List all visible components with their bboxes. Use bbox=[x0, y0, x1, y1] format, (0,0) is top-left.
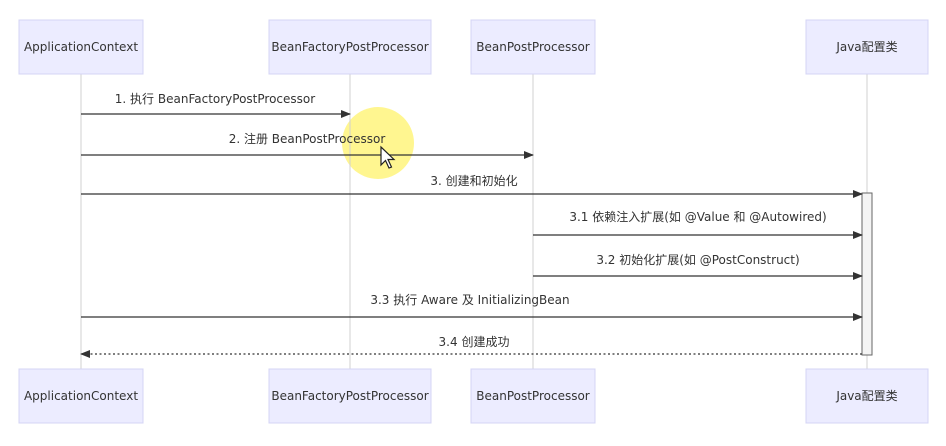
message-label: 3.3 执行 Aware 及 InitializingBean bbox=[370, 293, 569, 307]
message-3: 3. 创建和初始化 bbox=[81, 174, 863, 198]
message-label: 2. 注册 BeanPostProcessor bbox=[229, 131, 386, 146]
actor-box bbox=[268, 368, 432, 424]
actor-label: Java配置类 bbox=[835, 40, 897, 54]
mouse-pointer-icon bbox=[380, 145, 396, 169]
actor-box bbox=[18, 19, 144, 75]
actor-app-bottom: ApplicationContext bbox=[18, 368, 144, 424]
message-label: 3.4 创建成功 bbox=[439, 335, 510, 349]
actor-box bbox=[805, 368, 929, 424]
message-2: 2. 注册 BeanPostProcessor bbox=[81, 131, 534, 159]
actor-label: Java配置类 bbox=[835, 389, 897, 403]
actor-label: BeanFactoryPostProcessor bbox=[271, 40, 428, 54]
message-1: 1. 执行 BeanFactoryPostProcessor bbox=[81, 92, 351, 118]
message-label: 1. 执行 BeanFactoryPostProcessor bbox=[115, 92, 315, 106]
actor-box bbox=[470, 19, 596, 75]
actor-box bbox=[268, 19, 432, 75]
actor-label: BeanPostProcessor bbox=[476, 389, 590, 403]
actor-label: ApplicationContext bbox=[24, 389, 138, 403]
message-4: 3.1 依赖注入扩展(如 @Value 和 @Autowired) bbox=[533, 209, 863, 239]
message-label: 3. 创建和初始化 bbox=[430, 174, 517, 188]
actor-app-top: ApplicationContext bbox=[18, 19, 144, 75]
message-7: 3.4 创建成功 bbox=[80, 335, 862, 358]
actor-box bbox=[470, 368, 596, 424]
actor-label: BeanPostProcessor bbox=[476, 40, 590, 54]
messages: 1. 执行 BeanFactoryPostProcessor 2. 注册 Bean… bbox=[80, 92, 863, 358]
actor-label: BeanFactoryPostProcessor bbox=[271, 389, 428, 403]
actor-bpp-top: BeanPostProcessor bbox=[470, 19, 596, 75]
message-6: 3.3 执行 Aware 及 InitializingBean bbox=[81, 293, 863, 321]
cursor-highlight bbox=[342, 107, 414, 179]
message-label: 3.2 初始化扩展(如 @PostConstruct) bbox=[596, 252, 799, 267]
actor-bpp-bottom: BeanPostProcessor bbox=[470, 368, 596, 424]
actor-label: ApplicationContext bbox=[24, 40, 138, 54]
message-label: 3.1 依赖注入扩展(如 @Value 和 @Autowired) bbox=[569, 209, 826, 224]
actors: ApplicationContextApplicationContextBean… bbox=[18, 19, 929, 424]
message-5: 3.2 初始化扩展(如 @PostConstruct) bbox=[533, 252, 863, 280]
actor-box bbox=[805, 19, 929, 75]
activation-bar bbox=[861, 192, 873, 356]
actor-java-bottom: Java配置类 bbox=[805, 368, 929, 424]
actor-bfpp-top: BeanFactoryPostProcessor bbox=[268, 19, 432, 75]
actor-bfpp-bottom: BeanFactoryPostProcessor bbox=[268, 368, 432, 424]
actor-java-top: Java配置类 bbox=[805, 19, 929, 75]
actor-box bbox=[18, 368, 144, 424]
